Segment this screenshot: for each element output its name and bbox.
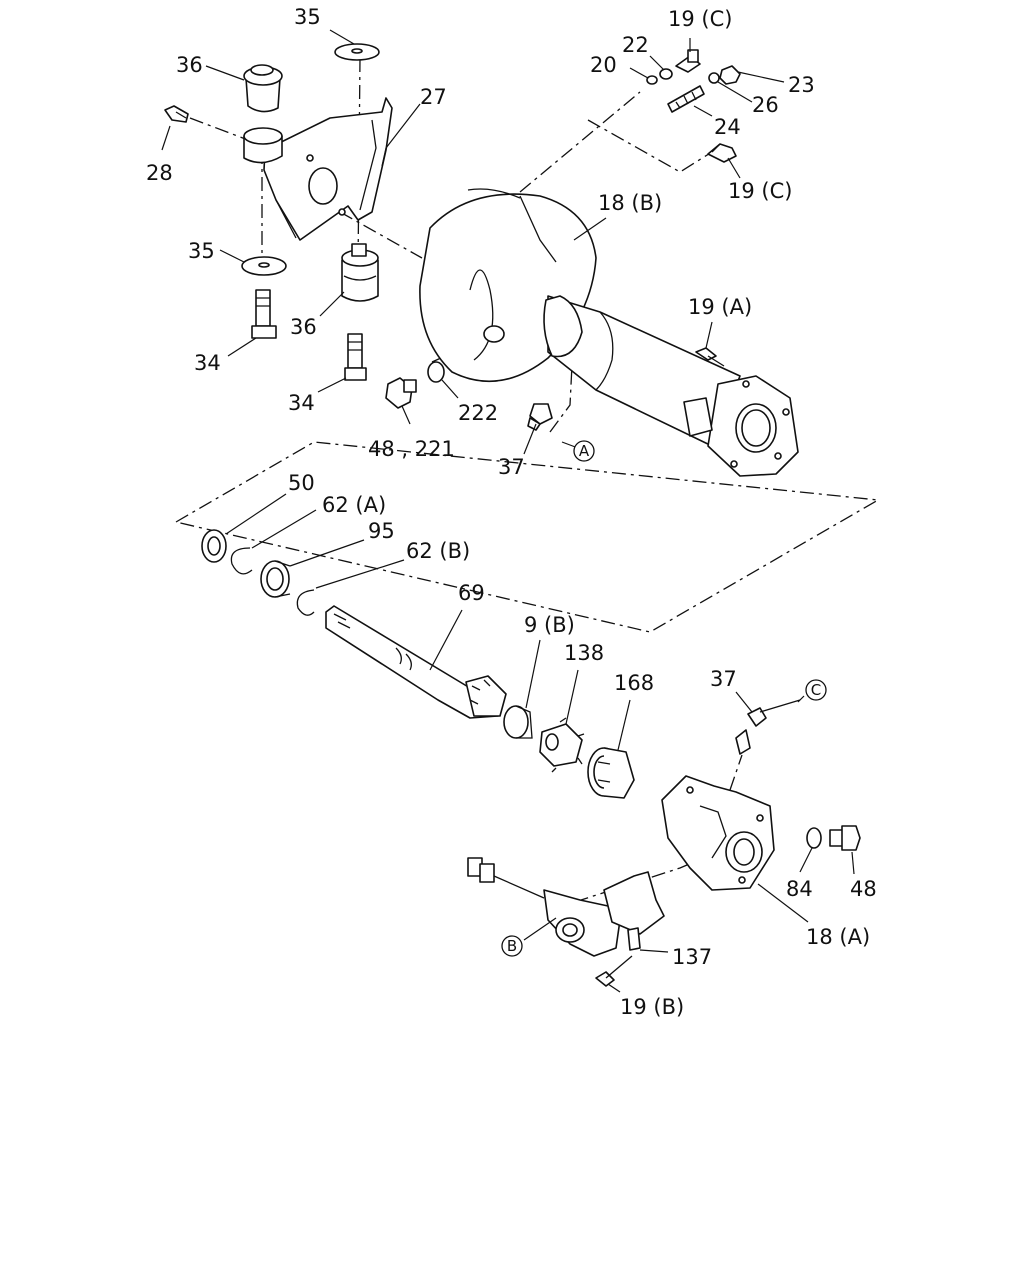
label-19c-top: 19 (C) — [668, 7, 732, 31]
connector-a-label: A — [579, 442, 590, 460]
plug-48-221 — [385, 377, 417, 409]
connector-a: A — [573, 440, 595, 462]
label-35-top: 35 — [294, 5, 321, 29]
connector-c: C — [805, 679, 827, 701]
actuator-137 — [543, 871, 665, 957]
label-168: 168 — [614, 671, 654, 695]
washer-20 — [646, 75, 658, 85]
breather-37-top — [527, 403, 553, 431]
washer-26 — [708, 72, 720, 84]
label-23: 23 — [788, 73, 815, 97]
label-26: 26 — [752, 93, 779, 117]
washer-35-mid — [241, 256, 287, 276]
sleeve-part — [243, 127, 283, 164]
connector-b: B — [501, 935, 523, 957]
label-20: 20 — [590, 53, 617, 77]
label-48-221: 48 , 221 — [368, 437, 455, 461]
label-222: 222 — [458, 401, 498, 425]
label-24: 24 — [714, 115, 741, 139]
mount-36-mid — [341, 243, 379, 302]
washer-35-top — [334, 43, 380, 61]
label-36-top: 36 — [176, 53, 203, 77]
snap-ring-62a — [230, 547, 253, 575]
stud-34-mid — [344, 333, 367, 381]
label-18b: 18 (B) — [598, 191, 662, 215]
label-37-bottom: 37 — [710, 667, 737, 691]
label-19a: 19 (A) — [688, 295, 752, 319]
label-27: 27 — [420, 85, 447, 109]
hose-37-bottom — [735, 699, 801, 755]
bolt-19b — [595, 955, 633, 987]
label-34-mid: 34 — [288, 391, 315, 415]
connector-plug — [467, 857, 545, 899]
bolt-28 — [164, 105, 189, 123]
snap-ring-62b — [296, 589, 315, 616]
label-69: 69 — [458, 581, 485, 605]
label-22: 22 — [622, 33, 649, 57]
label-36-mid: 36 — [290, 315, 317, 339]
label-138: 138 — [564, 641, 604, 665]
label-50: 50 — [288, 471, 315, 495]
bolt-19c-bot — [707, 143, 737, 163]
bearing-95 — [260, 560, 291, 598]
label-35-mid: 35 — [188, 239, 215, 263]
seal-50 — [201, 529, 227, 563]
bolt-48-bottom — [829, 825, 861, 851]
nut-23 — [719, 65, 741, 85]
mount-36-top — [243, 64, 283, 113]
bolt-19a — [695, 347, 725, 367]
housing-18a — [661, 775, 775, 891]
label-37-top: 37 — [498, 455, 525, 479]
bracket-27 — [263, 97, 393, 241]
washer-22 — [659, 68, 673, 80]
connector-b-label: B — [507, 937, 517, 955]
sleeve-168 — [587, 747, 635, 799]
label-62b: 62 (B) — [406, 539, 470, 563]
label-18a: 18 (A) — [806, 925, 870, 949]
bolt-19c-top — [675, 49, 701, 73]
washer-222 — [427, 361, 445, 383]
axle-housing-18b — [419, 188, 799, 477]
label-28: 28 — [146, 161, 173, 185]
leader-lines — [161, 29, 855, 993]
label-48-bottom: 48 — [850, 877, 877, 901]
label-19c-bot: 19 (C) — [728, 179, 792, 203]
gear-138 — [539, 717, 585, 773]
stud-34-left — [251, 289, 277, 339]
washer-84 — [806, 827, 822, 849]
label-62a: 62 (A) — [322, 493, 386, 517]
label-95: 95 — [368, 519, 395, 543]
stud-24 — [667, 85, 705, 113]
shaft-69 — [325, 605, 507, 719]
label-9b: 9 (B) — [524, 613, 575, 637]
label-137: 137 — [672, 945, 712, 969]
connector-c-label: C — [811, 681, 821, 699]
label-19b: 19 (B) — [620, 995, 684, 1019]
bearing-9b — [503, 705, 533, 739]
label-34-left: 34 — [194, 351, 221, 375]
callout-labels: 35 36 28 27 35 36 34 34 48 , 221 222 37 … — [146, 5, 877, 1019]
label-84: 84 — [786, 877, 813, 901]
